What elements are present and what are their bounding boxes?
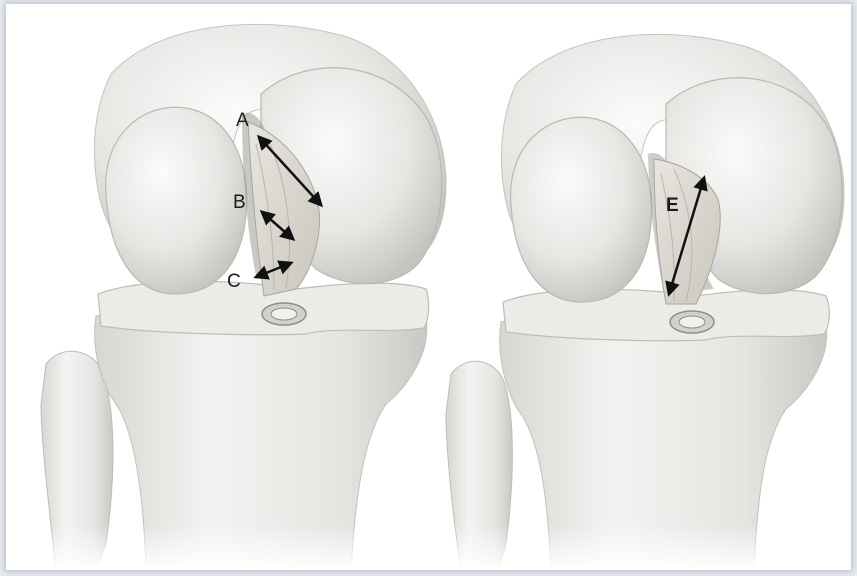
left-lateral-condyle: [106, 107, 247, 294]
knee-illustration: A B C E: [6, 4, 851, 570]
label-e: E: [666, 195, 679, 216]
label-b: B: [233, 192, 246, 213]
bottom-fade: [6, 524, 851, 570]
left-knee: A B C: [41, 24, 446, 570]
right-knee: E: [446, 34, 844, 570]
figure-frame: A B C E: [6, 4, 851, 570]
right-lateral-condyle: [511, 117, 652, 302]
label-a: A: [236, 110, 249, 131]
label-c: C: [227, 271, 241, 292]
